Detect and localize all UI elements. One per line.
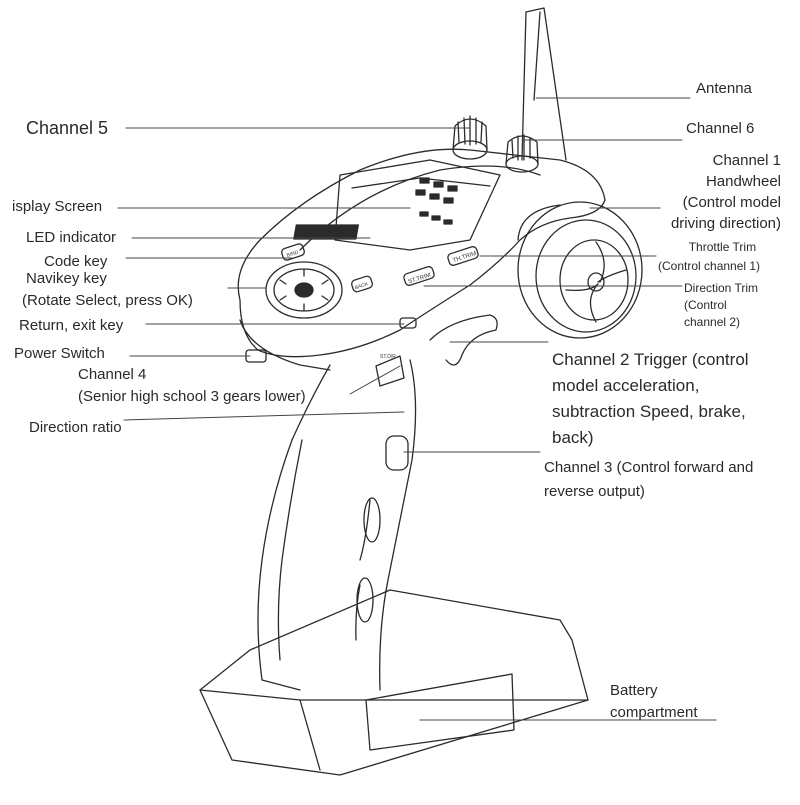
- label-channel6: Channel 6: [686, 120, 755, 137]
- transmitter-body: [237, 148, 606, 371]
- label-direction-trim-line3: channel 2): [684, 315, 741, 329]
- label-direction-trim-line1: Direction Trim: [684, 281, 759, 295]
- label-channel3: Channel 3 (Control forward and reverse o…: [544, 456, 753, 504]
- label-channel2-line2: model acceleration,: [552, 376, 700, 395]
- label-code-key: Code key: [44, 253, 108, 270]
- label-channel2-line1: Channel 2 Trigger (control: [552, 350, 749, 369]
- trigger: [429, 314, 498, 366]
- label-direction-trim: Direction Trim (Control channel 2): [684, 280, 758, 331]
- label-channel1: Channel 1 Handwheel (Control model drivi…: [640, 150, 781, 234]
- label-antenna: Antenna: [696, 80, 752, 97]
- label-display-screen: isplay Screen: [12, 198, 103, 215]
- label-channel3-line1: Channel 3 (Control forward and: [544, 459, 754, 476]
- label-navikey: Navikey key (Rotate Select, press OK): [18, 268, 230, 312]
- label-channel1-line2: Handwheel: [705, 173, 781, 190]
- label-channel2-line3: subtraction Speed, brake,: [552, 402, 746, 421]
- label-channel1-line3: (Control model: [682, 194, 781, 211]
- battery-base: [199, 589, 589, 776]
- label-battery-line1: Battery: [610, 682, 658, 699]
- antenna-part: [521, 7, 567, 161]
- label-channel1-line1: Channel 1: [712, 152, 781, 169]
- label-channel5: Channel 5: [26, 118, 109, 138]
- label-channel1-line4: driving direction): [670, 215, 781, 232]
- label-power-switch: Power Switch: [14, 345, 105, 362]
- label-channel4: Channel 4 (Senior high school 3 gears lo…: [78, 364, 306, 408]
- label-direction-ratio: Direction ratio: [29, 419, 122, 436]
- label-battery: Battery compartment: [610, 680, 698, 724]
- grip: [257, 355, 417, 691]
- label-channel4-line1: Channel 4: [78, 366, 147, 383]
- label-throttle-trim: Throttle Trim (Control channel 1): [658, 238, 760, 276]
- label-channel3-line2: reverse output): [544, 483, 645, 500]
- label-return-exit: Return, exit key: [19, 317, 124, 334]
- label-battery-line2: compartment: [610, 704, 698, 721]
- label-navikey-line2: (Rotate Select, press OK): [22, 292, 193, 309]
- label-direction-trim-line2: (Control: [684, 298, 727, 312]
- label-throttle-trim-line2: (Control channel 1): [658, 259, 761, 273]
- label-channel2: Channel 2 Trigger (control model acceler…: [552, 347, 749, 451]
- label-channel2-line4: back): [552, 428, 594, 447]
- label-channel4-line2: (Senior high school 3 gears lower): [78, 388, 306, 405]
- leader-lines: [117, 97, 717, 721]
- channel5-knob: [452, 115, 488, 160]
- label-throttle-trim-line1: Throttle Trim: [688, 240, 757, 254]
- label-navikey-line1: Navikey key: [26, 270, 107, 287]
- label-led-indicator: LED indicator: [26, 229, 117, 246]
- steering-wheel: [517, 201, 643, 339]
